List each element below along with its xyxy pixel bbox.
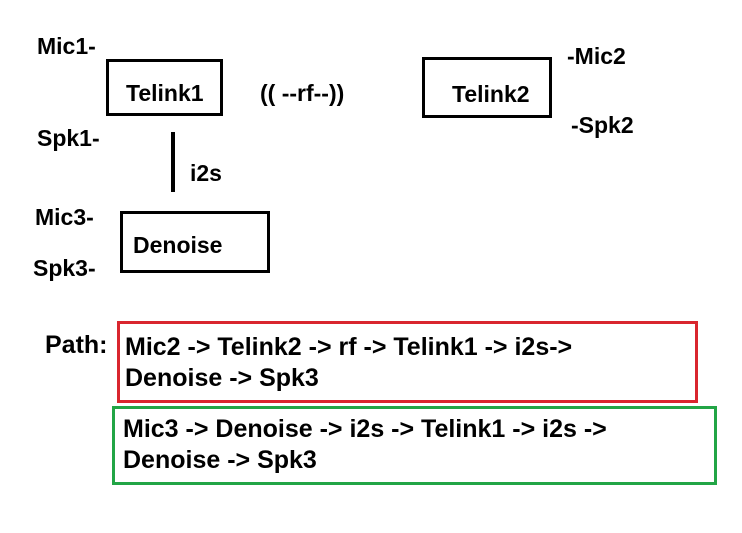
path-line-2: Denoise -> Spk3 [123, 446, 317, 474]
telink2-block: Telink2 [422, 57, 552, 118]
denoise-block: Denoise [120, 211, 270, 273]
mic1-label: Mic1- [37, 33, 96, 59]
path-label: Path: [45, 331, 108, 359]
path-line-1: Mic2 -> Telink2 -> rf -> Telink1 -> i2s-… [125, 333, 573, 361]
mic3-label: Mic3- [35, 204, 94, 230]
telink1-block: Telink1 [106, 59, 223, 116]
path-box-red: Mic2 -> Telink2 -> rf -> Telink1 -> i2s-… [117, 321, 698, 403]
path-box-green: Mic3 -> Denoise -> i2s -> Telink1 -> i2s… [112, 406, 717, 485]
i2s-label: i2s [190, 160, 222, 186]
mic2-label: -Mic2 [567, 43, 626, 69]
path-line-1: Mic3 -> Denoise -> i2s -> Telink1 -> i2s… [123, 415, 607, 443]
telink2-label: Telink2 [452, 81, 530, 107]
spk1-label: Spk1- [37, 125, 100, 151]
telink1-label: Telink1 [126, 80, 204, 106]
spk3-label: Spk3- [33, 255, 96, 281]
spk2-label: -Spk2 [571, 112, 634, 138]
denoise-label: Denoise [133, 232, 223, 258]
rf-link-label: (( --rf--)) [260, 80, 345, 106]
path-line-2: Denoise -> Spk3 [125, 364, 319, 392]
i2s-connector-line [171, 132, 175, 192]
